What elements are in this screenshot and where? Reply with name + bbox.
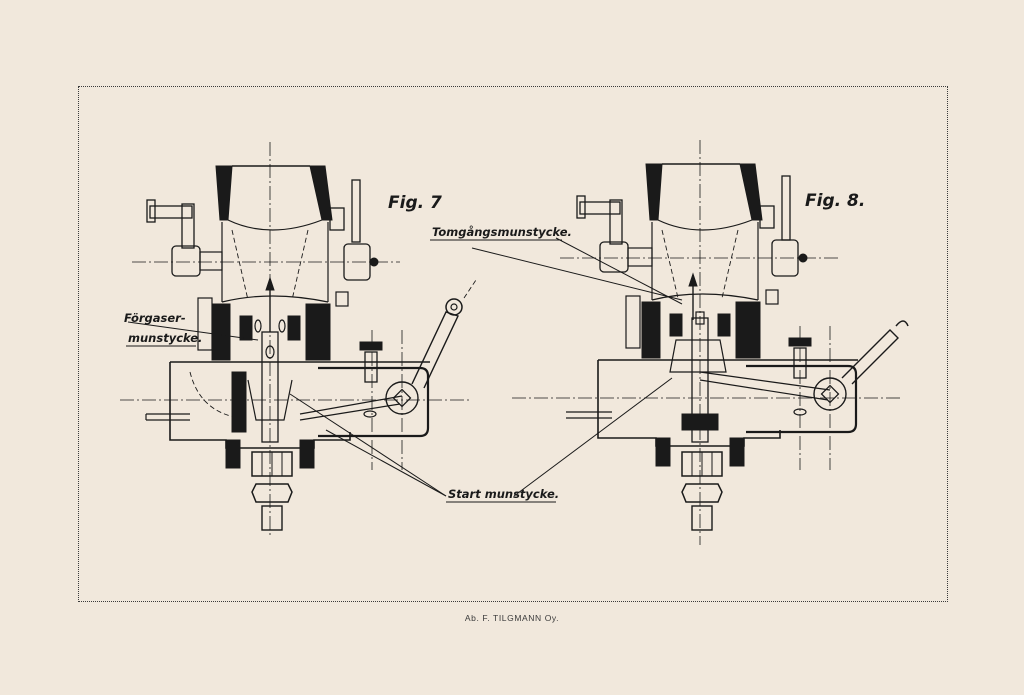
label-start: Start munstycke. <box>448 487 559 501</box>
label-forgasser-line2: munstycke. <box>128 331 202 345</box>
publisher-footer: Ab. F. TILGMANN Oy. <box>464 613 560 623</box>
label-tomgang: Tomgångsmunstycke. <box>432 225 572 239</box>
label-forgasser-line1: Förgaser- <box>124 311 186 325</box>
carburetor-fig7 <box>120 142 477 538</box>
carburetor-fig8 <box>512 140 909 545</box>
figure-label-8: Fig. 8. <box>805 191 865 211</box>
figure-label-7: Fig. 7 <box>388 193 442 213</box>
leader-lines <box>127 237 683 497</box>
diagram-frame <box>78 86 948 602</box>
